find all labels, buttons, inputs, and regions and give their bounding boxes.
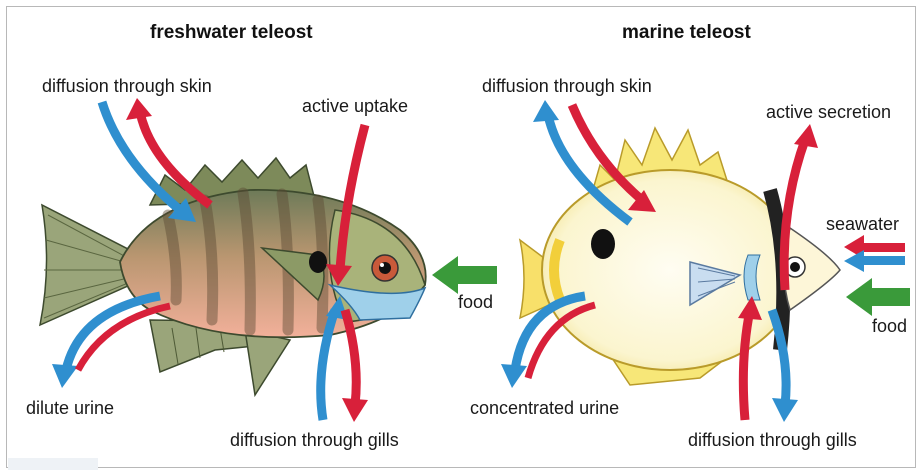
m-skin-label: diffusion through skin [482,76,652,97]
m-seawater-label: seawater [826,214,899,235]
fw-uptake-label: active uptake [302,96,408,117]
m-eye-spot [591,229,615,259]
m-food-arrow [868,288,910,306]
m-seawater-blue-arrow [860,256,905,265]
freshwater-title: freshwater teleost [150,22,313,44]
m-seawater-red-arrow [860,243,905,252]
fw-food-arrow [455,266,497,284]
fw-food-label: food [458,292,493,313]
m-gills-label: diffusion through gills [688,430,857,451]
watermark [8,458,98,470]
fw-gills-label: diffusion through gills [230,430,399,451]
m-gill-ion-in-arrow [743,310,750,420]
fw-skin-label: diffusion through skin [42,76,212,97]
m-secretion-label: active secretion [766,102,891,123]
freshwater-fish [40,158,426,395]
fw-pelvic-fin [245,330,290,395]
fw-urine-label: dilute urine [26,398,114,419]
m-urine-label: concentrated urine [470,398,619,419]
marine-title: marine teleost [622,22,751,44]
m-body [542,170,798,370]
m-food-label: food [872,316,907,337]
